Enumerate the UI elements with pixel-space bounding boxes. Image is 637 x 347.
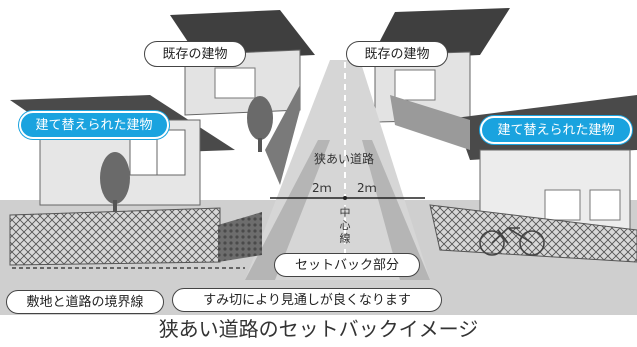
setback-part-label: セットバック部分 bbox=[274, 253, 420, 277]
tree-center-left bbox=[247, 96, 273, 152]
boundary-line-label: 敷地と道路の境界線 bbox=[6, 290, 164, 314]
setback-right bbox=[362, 140, 430, 280]
center-line-label: 中心線 bbox=[339, 206, 351, 245]
setback-left bbox=[245, 140, 330, 280]
hedge-corner bbox=[218, 212, 262, 262]
rebuilt-building-label-right: 建て替えられた建物 bbox=[480, 116, 632, 144]
corner-cut-label: すみ切により見通しが良くなります bbox=[172, 288, 442, 312]
figure-caption: 狭あい道路のセットバックイメージ bbox=[158, 317, 479, 341]
wall-right bbox=[390, 95, 470, 150]
narrow-road-label: 狭あい道路 bbox=[314, 152, 375, 166]
rebuilt-building-label-left: 建て替えられた建物 bbox=[19, 111, 169, 139]
wall-left bbox=[265, 85, 300, 185]
fence-left bbox=[9, 207, 221, 266]
existing-building-label-left: 既存の建物 bbox=[144, 41, 246, 67]
bicycle bbox=[479, 226, 545, 256]
distance-label-left: 2ｍ bbox=[312, 181, 332, 195]
tree-left bbox=[100, 152, 130, 218]
center-point bbox=[343, 196, 347, 200]
existing-building-label-right: 既存の建物 bbox=[346, 41, 448, 67]
distance-label-right: 2ｍ bbox=[357, 181, 377, 195]
